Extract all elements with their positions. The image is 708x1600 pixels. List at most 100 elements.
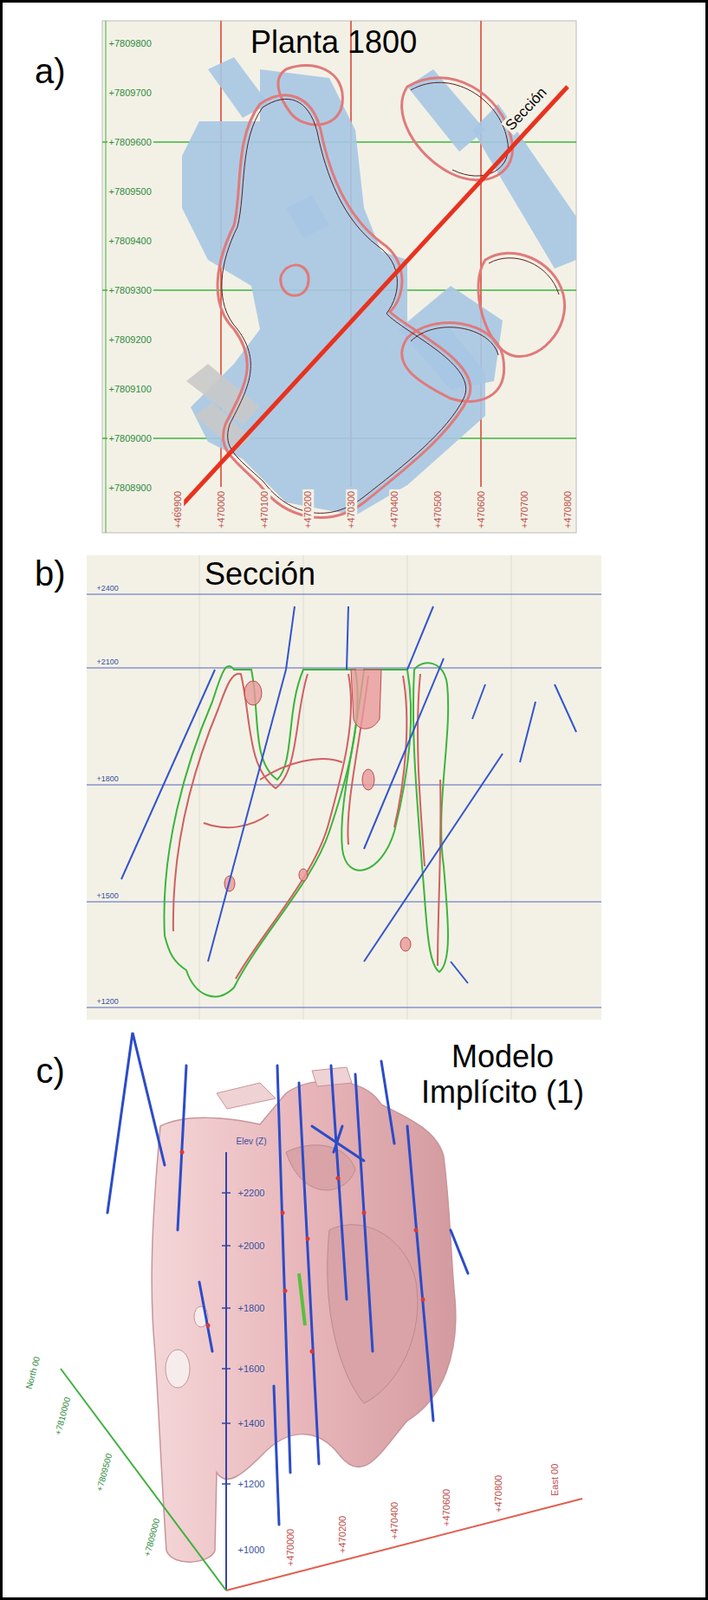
- illustration-part: [278, 65, 343, 125]
- illustration-part: [224, 669, 411, 952]
- illustration-part: [199, 1282, 213, 1352]
- implicit-model-3d: [60, 1032, 583, 1592]
- easting-label: +470800: [493, 1474, 505, 1515]
- northing-label: +7809500: [93, 1451, 115, 1495]
- illustration-part: [417, 674, 425, 867]
- elevation-label: +2100: [95, 657, 121, 667]
- illustration-part: [203, 814, 269, 828]
- illustration-part: [177, 1065, 187, 1231]
- illustration-part: [173, 674, 308, 932]
- plan-view: [102, 20, 577, 533]
- illustration-part: [280, 265, 309, 296]
- northing-label: +7810000: [51, 1395, 73, 1439]
- illustration-part: [311, 1126, 364, 1162]
- illustration-part: [244, 681, 262, 706]
- elevation-label: +2400: [95, 584, 121, 593]
- illustration-part: [363, 658, 444, 850]
- northing-label: +7809000: [141, 1516, 163, 1560]
- illustration-part: [180, 1150, 426, 1355]
- easting-label: +470300: [345, 488, 358, 530]
- illustration-part: [421, 1298, 426, 1303]
- illustration-part: [60, 1369, 227, 1592]
- illustration-part: [298, 869, 308, 882]
- northing-label: +7809700: [107, 87, 154, 99]
- northing-label: +7808900: [107, 482, 154, 494]
- illustration-part: [350, 669, 382, 729]
- illustration-part: [221, 82, 559, 514]
- easting-label: +469900: [172, 488, 184, 530]
- easting-label: +470800: [562, 488, 574, 530]
- illustration-part: [333, 1126, 343, 1153]
- illustration-part: [221, 1307, 231, 1310]
- easting-label: +470200: [302, 488, 314, 530]
- illustration-part: [285, 1145, 356, 1191]
- illustration-part: [341, 669, 411, 871]
- illustration-part: [86, 555, 602, 1020]
- illustration-part: [554, 684, 577, 733]
- illustration-part: [163, 662, 449, 997]
- illustration-part: [217, 95, 471, 518]
- illustration-part: [381, 1061, 395, 1144]
- illustration-part: [305, 1237, 311, 1242]
- illustration-part: [519, 701, 536, 763]
- easting-label: East 00: [549, 1461, 561, 1498]
- illustration-part: [221, 1193, 231, 1485]
- easting-label: +470600: [441, 1487, 453, 1529]
- illustration-part: [206, 1324, 211, 1329]
- elevation-label: +1500: [95, 891, 121, 901]
- elevation-label: +2200: [236, 1188, 267, 1200]
- illustration-part: [221, 1483, 231, 1486]
- illustration-part: [298, 1083, 319, 1465]
- illustration-part: [413, 662, 449, 973]
- illustration-part: [107, 1032, 165, 1214]
- panel-title: Planta 1800: [250, 24, 417, 60]
- northing-label: +7809300: [107, 285, 154, 297]
- illustration-part: [355, 1074, 373, 1352]
- illustration-part: [511, 555, 513, 1020]
- easting-label: +470100: [259, 488, 271, 530]
- illustration-part: [450, 961, 468, 984]
- illustration-part: [277, 1065, 291, 1474]
- elevation-label: +2000: [236, 1240, 267, 1253]
- illustration-part: [310, 1350, 315, 1355]
- easting-label: +470400: [389, 1500, 401, 1542]
- easting-label: +470400: [389, 488, 401, 530]
- easting-label: +470000: [215, 488, 228, 530]
- northing-label: North 00: [23, 1354, 43, 1393]
- illustration-part: [283, 1289, 288, 1294]
- illustration-part: [151, 1080, 456, 1563]
- illustration-part: [346, 606, 349, 670]
- northing-label: +7809500: [107, 186, 154, 198]
- illustration-part: [488, 258, 559, 295]
- illustration-part: [298, 1273, 306, 1326]
- northing-label: +7809000: [107, 433, 154, 445]
- illustration-part: [362, 769, 375, 791]
- illustration-part: [86, 594, 602, 1008]
- illustration-part: [472, 684, 486, 720]
- axis-title: Elev (Z): [236, 1136, 267, 1148]
- illustration-part: [285, 606, 295, 670]
- illustration-part: [163, 666, 358, 997]
- illustration-part: [472, 103, 577, 269]
- elevation-label: +1600: [236, 1364, 267, 1376]
- illustration-part: [199, 555, 201, 1020]
- easting-label: +470700: [519, 488, 531, 530]
- panel-title: Sección: [204, 556, 316, 592]
- illustration-part: [180, 1150, 185, 1156]
- panel-letter: a): [34, 51, 66, 91]
- illustration-part: [225, 1152, 228, 1592]
- easting-label: +470600: [475, 488, 488, 530]
- illustration-part: [407, 606, 434, 670]
- illustration-part: [362, 1211, 367, 1216]
- illustration-part: [165, 1306, 208, 1389]
- northing-label: +7809100: [107, 383, 154, 396]
- illustration-part: [221, 1368, 231, 1371]
- illustration-part: [303, 555, 305, 1020]
- section-view: [86, 555, 602, 1020]
- elevation-label: +1200: [236, 1479, 267, 1491]
- illustration-part: [221, 1192, 231, 1195]
- illustration-part: [259, 759, 343, 780]
- illustration-part: [363, 753, 503, 962]
